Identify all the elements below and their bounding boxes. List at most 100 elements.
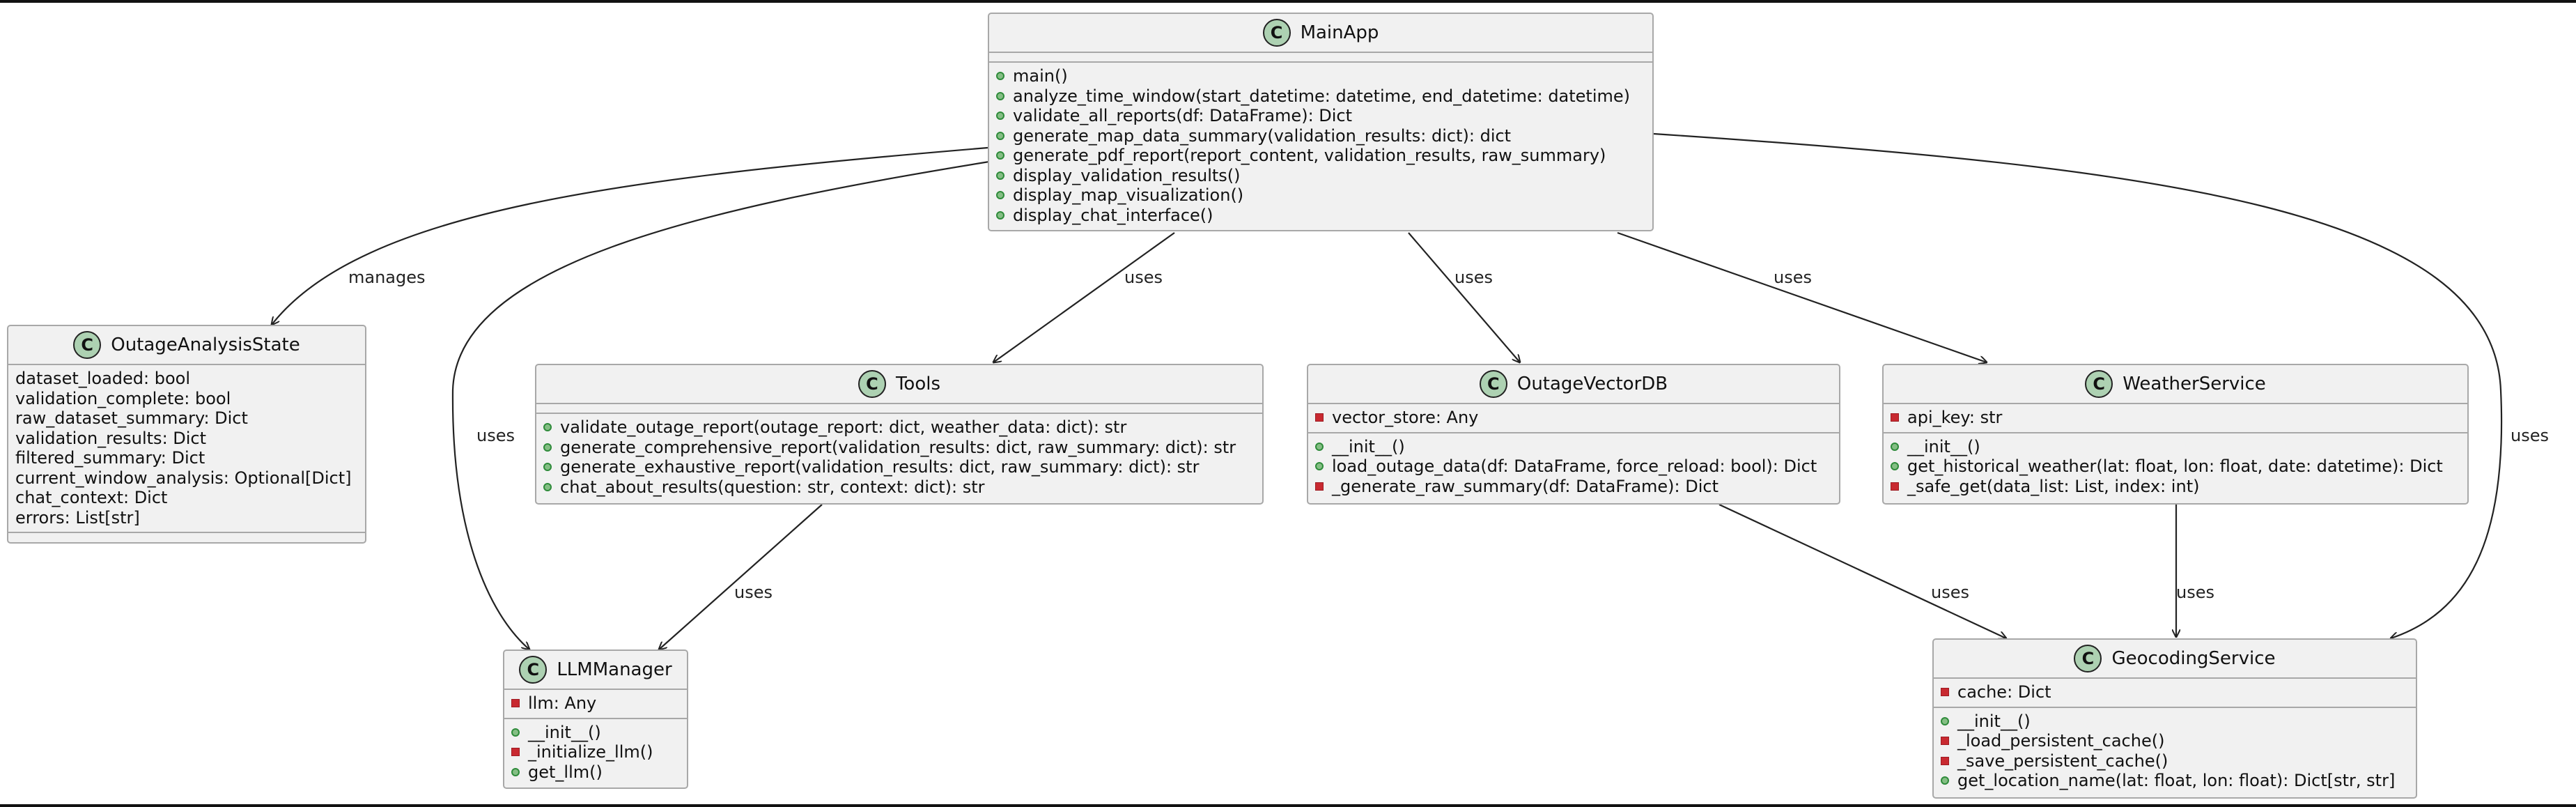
class-mainapp[interactable]: C MainApp main() analyze_time_window(sta…	[988, 13, 1654, 231]
edge-label-weather-uses: uses	[2176, 583, 2214, 602]
public-visibility-icon	[543, 423, 557, 432]
class-name: OutageAnalysisState	[111, 334, 300, 355]
edge-mainapp-state	[272, 146, 988, 325]
method-row: get_llm()	[511, 762, 680, 783]
edge-mainapp-weather	[1617, 231, 1987, 362]
method-signature: generate_pdf_report(report_content, vali…	[1013, 146, 1606, 165]
attribute-signature: llm: Any	[528, 693, 597, 713]
method-row: __init__()	[1891, 437, 2460, 457]
methods-section	[8, 533, 365, 541]
class-header: C Tools	[536, 365, 1262, 404]
private-visibility-icon	[1891, 482, 1904, 491]
public-visibility-icon	[996, 91, 1010, 100]
class-circle-icon: C	[73, 331, 102, 359]
private-visibility-icon	[1941, 756, 1955, 765]
method-row: __init__()	[1315, 437, 1832, 457]
method-row: validate_all_reports(df: DataFrame): Dic…	[996, 106, 1645, 126]
attribute-row: api_key: str	[1891, 408, 2460, 428]
edge-label-uses-llm: uses	[476, 426, 515, 445]
edge-label-tools-uses: uses	[734, 583, 773, 602]
method-signature: chat_about_results(question: str, contex…	[560, 477, 985, 497]
edge-tools-llm	[659, 504, 823, 650]
attribute-row: cache: Dict	[1941, 682, 2409, 702]
method-signature: _initialize_llm()	[528, 742, 653, 762]
method-row: display_map_visualization()	[996, 185, 1645, 206]
class-geocoding-service[interactable]: C GeocodingService cache: Dict __init__(…	[1932, 638, 2417, 799]
method-signature: get_llm()	[528, 762, 603, 782]
attributes-section: api_key: str	[1884, 404, 2467, 433]
attributes-section: llm: Any	[504, 690, 687, 719]
method-signature: validate_all_reports(df: DataFrame): Dic…	[1013, 106, 1353, 125]
method-row: analyze_time_window(start_datetime: date…	[996, 86, 1645, 107]
method-row: generate_exhaustive_report(validation_re…	[543, 457, 1255, 477]
class-circle-icon: C	[2085, 370, 2113, 398]
edge-mainapp-llm	[451, 160, 990, 650]
public-visibility-icon	[996, 72, 1010, 81]
public-visibility-icon	[996, 131, 1010, 140]
class-tools[interactable]: C Tools validate_outage_report(outage_re…	[535, 364, 1264, 505]
method-signature: load_outage_data(df: DataFrame, force_re…	[1332, 456, 1817, 476]
method-row: _generate_raw_summary(df: DataFrame): Di…	[1315, 477, 1832, 497]
method-signature: display_chat_interface()	[1013, 205, 1213, 225]
class-circle-icon: C	[1262, 19, 1291, 47]
method-row: display_chat_interface()	[996, 206, 1645, 226]
public-visibility-icon	[511, 767, 525, 776]
method-row: get_historical_weather(lat: float, lon: …	[1891, 456, 2460, 477]
public-visibility-icon	[511, 728, 525, 737]
attribute-row: filtered_summary: Dict	[15, 448, 205, 468]
method-signature: __init__()	[528, 722, 601, 742]
method-signature: _safe_get(data_list: List, index: int)	[1907, 476, 2200, 496]
attribute-signature: cache: Dict	[1957, 682, 2051, 702]
class-name: WeatherService	[2123, 373, 2266, 394]
method-row: _safe_get(data_list: List, index: int)	[1891, 477, 2460, 497]
attribute-row: current_window_analysis: Optional[Dict]	[15, 468, 352, 488]
public-visibility-icon	[996, 112, 1010, 121]
attribute-signature: vector_store: Any	[1332, 408, 1479, 427]
private-visibility-icon	[1315, 482, 1329, 491]
class-header: C OutageAnalysisState	[8, 326, 365, 365]
class-name: Tools	[895, 373, 941, 394]
attribute-row: errors: List[str]	[15, 507, 140, 528]
class-weather-service[interactable]: C WeatherService api_key: str __init__()…	[1882, 364, 2469, 505]
method-signature: _generate_raw_summary(df: DataFrame): Di…	[1332, 476, 1718, 496]
method-row: __init__()	[1941, 712, 2409, 732]
method-signature: _load_persistent_cache()	[1957, 731, 2165, 751]
class-circle-icon: C	[519, 656, 548, 684]
public-visibility-icon	[996, 171, 1010, 180]
public-visibility-icon	[543, 482, 557, 491]
private-visibility-icon	[511, 748, 525, 757]
methods-section: __init__() get_historical_weather(lat: f…	[1884, 433, 2467, 501]
method-row: _save_persistent_cache()	[1941, 751, 2409, 771]
public-visibility-icon	[1891, 462, 1904, 471]
method-row: generate_comprehensive_report(validation…	[543, 438, 1255, 458]
class-name: LLMManager	[557, 659, 672, 680]
private-visibility-icon	[1891, 413, 1904, 422]
class-outage-analysis-state[interactable]: C OutageAnalysisState dataset_loaded: bo…	[7, 325, 366, 544]
class-header: C WeatherService	[1884, 365, 2467, 404]
public-visibility-icon	[543, 443, 557, 452]
attributes-section: vector_store: Any	[1308, 404, 1839, 433]
public-visibility-icon	[543, 463, 557, 472]
attributes-section: cache: Dict	[1934, 679, 2416, 708]
methods-section: main() analyze_time_window(start_datetim…	[989, 63, 1652, 229]
method-signature: get_historical_weather(lat: float, lon: …	[1907, 456, 2443, 476]
edge-label-vectordb-uses: uses	[1931, 583, 1969, 602]
method-row: get_location_name(lat: float, lon: float…	[1941, 771, 2409, 791]
class-llm-manager[interactable]: C LLMManager llm: Any __init__() _initia…	[503, 650, 688, 789]
attribute-signature: api_key: str	[1907, 408, 2003, 427]
public-visibility-icon	[996, 151, 1010, 160]
attribute-row: dataset_loaded: bool	[15, 369, 191, 388]
public-visibility-icon	[1941, 716, 1955, 725]
class-header: C MainApp	[989, 14, 1652, 53]
edge-label-uses-weather: uses	[1774, 268, 1812, 287]
class-header: C LLMManager	[504, 651, 687, 690]
method-row: generate_map_data_summary(validation_res…	[996, 126, 1645, 146]
class-outage-vector-db[interactable]: C OutageVectorDB vector_store: Any __ini…	[1307, 364, 1840, 505]
attribute-row: vector_store: Any	[1315, 408, 1832, 428]
methods-section: __init__() _load_persistent_cache() _sav…	[1934, 708, 2416, 795]
method-signature: display_map_visualization()	[1013, 185, 1244, 205]
method-signature: __init__()	[1957, 711, 2031, 731]
method-row: generate_pdf_report(report_content, vali…	[996, 146, 1645, 166]
